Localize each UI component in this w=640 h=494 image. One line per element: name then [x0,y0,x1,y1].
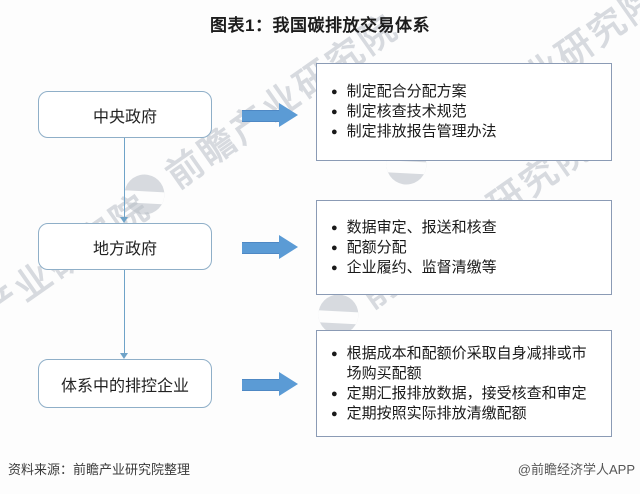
actor-box-local-government: 地方政府 [38,223,212,270]
arrow-down-icon [120,353,128,359]
task-text: 制定配合分配方案 [346,83,467,100]
right-arrow-icon [242,103,298,127]
task-item: ● 定期按照实际排放清缴配额 [331,404,599,424]
source-note: 资料来源：前瞻产业研究院整理 [8,462,191,477]
arrow-head [279,235,298,259]
actor-label: 中央政府 [92,108,157,126]
task-text: 定期汇报排放数据，接受核查和审定 [346,384,587,402]
bullet-icon: ● [331,347,338,360]
task-item: ● 制定配合分配方案 [331,82,599,102]
bullet-icon: ● [331,261,338,274]
task-text: 定期按照实际排放清缴配额 [346,404,527,422]
task-box-central-government: ● 制定配合分配方案 ● 制定核查技术规范 ● 制定排放报告管理办法 [316,63,612,161]
bullet-icon: ● [331,106,338,118]
task-item: ● 企业履约、监督清缴等 [331,258,599,278]
arrow-head [279,103,298,127]
task-box-local-government: ● 数据审定、报送和核查 ● 配额分配 ● 企业履约、监督清缴等 [316,200,612,295]
watermark-text: 前瞻产业研究院 [0,185,158,377]
figure-title: 图表1：我国碳排放交易体系 [210,16,430,35]
actor-label: 体系中的排控企业 [60,377,189,395]
bullet-icon: ● [331,407,338,420]
bullet-icon: ● [331,86,338,98]
task-text: 制定排放报告管理办法 [346,123,497,140]
bullet-icon: ● [331,126,338,138]
actor-box-central-government: 中央政府 [38,91,212,138]
arrow-body [242,379,279,391]
connector-line [124,138,125,217]
task-box-regulated-enterprises: ● 根据成本和配额价采取自身减排或市场购买配额 ● 定期汇报排放数据，接受核查和… [316,330,612,437]
task-item: ● 根据成本和配额价采取自身减排或市场购买配额 [331,344,599,384]
task-text: 配额分配 [346,238,407,256]
task-text: 根据成本和配额价采取自身减排或市场购买配额 [346,344,587,382]
task-item: ● 制定核查技术规范 [331,102,599,122]
arrow-head [279,372,298,396]
task-text: 数据审定、报送和核查 [346,218,497,236]
arrow-body [242,110,279,122]
actor-box-regulated-enterprises: 体系中的排控企业 [38,359,212,408]
actor-label: 地方政府 [92,240,157,258]
arrow-body [242,242,279,254]
task-item: ● 定期汇报排放数据，接受核查和审定 [331,384,599,404]
task-item: ● 制定排放报告管理办法 [331,122,599,142]
credit-note: @前瞻经济学人APP [517,462,635,477]
bullet-icon: ● [331,221,338,234]
bullet-icon: ● [331,387,338,400]
bullet-icon: ● [331,241,338,254]
connector-line [124,270,125,353]
right-arrow-icon [242,235,298,259]
task-item: ● 配额分配 [331,238,599,258]
right-arrow-icon [242,372,298,396]
task-text: 制定核查技术规范 [346,103,467,120]
task-item: ● 数据审定、报送和核查 [331,218,599,238]
task-text: 企业履约、监督清缴等 [346,258,497,276]
